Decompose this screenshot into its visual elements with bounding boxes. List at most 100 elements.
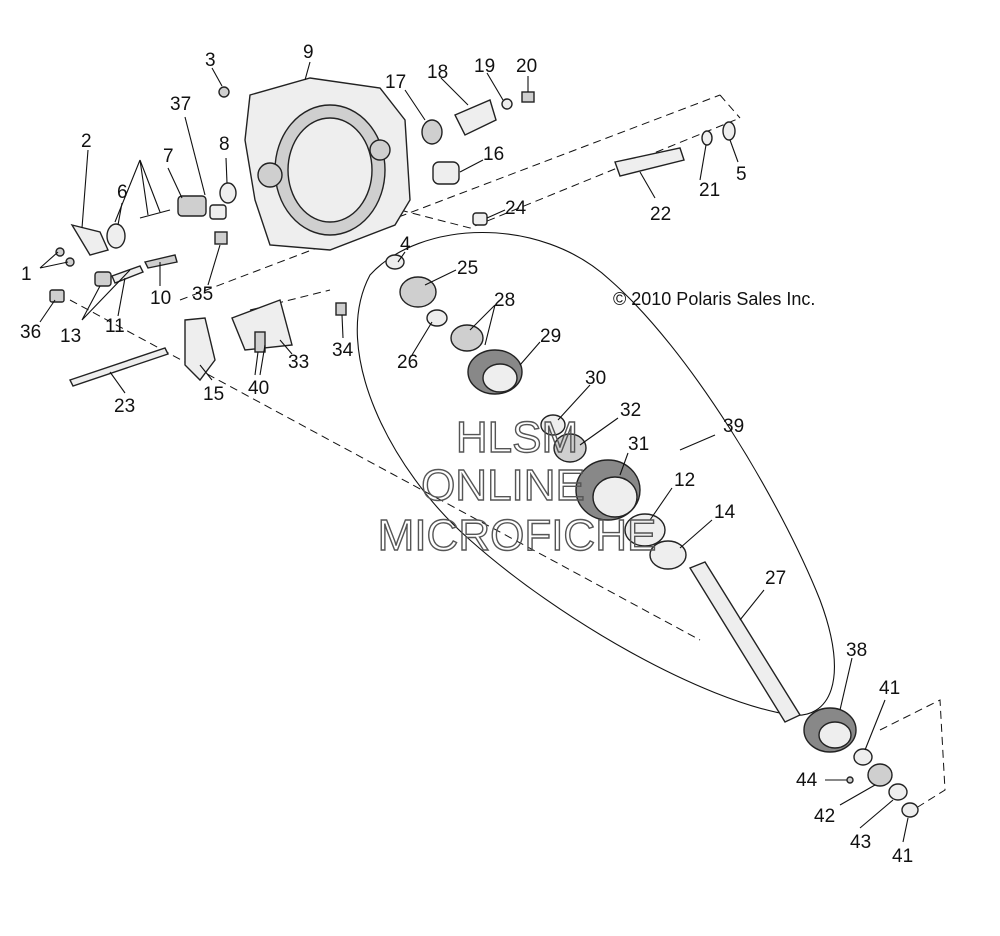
callout-30: 30 (585, 368, 606, 389)
part-14-ring (649, 540, 687, 570)
part-44-ball (846, 776, 854, 784)
part-27-main-shaft (688, 561, 802, 723)
part-8-washer (219, 182, 237, 204)
gear-stack-outline (356, 231, 835, 716)
part-10-spring (143, 254, 178, 269)
part-25-bearing (399, 276, 437, 308)
callout-36: 36 (20, 322, 41, 343)
callout-27: 27 (765, 568, 786, 589)
part-6-oring (106, 223, 126, 249)
part-36-plug (49, 289, 65, 303)
callout-13: 13 (60, 326, 81, 347)
watermark-line-2: ONLINE (421, 461, 585, 510)
callout-38: 38 (846, 640, 867, 661)
part-3-nut (218, 86, 230, 98)
callout-41-lower: 41 (892, 846, 913, 867)
part-26-washer (426, 309, 448, 327)
callout-labels: 3 9 37 8 7 2 6 1 10 11 13 36 35 23 15 40… (20, 42, 913, 867)
part-34-plug (335, 302, 347, 316)
part-1-screw-a (55, 247, 65, 257)
callout-17: 17 (385, 72, 406, 93)
part-12-washer (624, 513, 666, 547)
part-20-screw (521, 91, 535, 103)
callout-26: 26 (397, 352, 418, 373)
part-43-washer (888, 783, 908, 801)
callout-14: 14 (714, 502, 736, 523)
part-15-sector-gear (184, 317, 216, 382)
callout-23: 23 (114, 396, 135, 417)
part-22-shaft (614, 147, 685, 177)
callout-7: 7 (163, 146, 174, 167)
callout-15: 15 (203, 384, 224, 405)
part-18-collar (454, 99, 497, 136)
part-2-lever (70, 223, 109, 256)
watermark: HLSM ONLINE MICROFICHE (377, 412, 657, 560)
callout-6: 6 (117, 182, 128, 203)
part-16-bushing (432, 161, 460, 185)
callout-34: 34 (332, 340, 354, 361)
part-4-snap-ring (385, 254, 405, 270)
callout-43: 43 (850, 832, 871, 853)
callout-1: 1 (21, 264, 32, 285)
leader-lines (39, 61, 909, 843)
callout-44: 44 (796, 770, 818, 791)
callout-35: 35 (192, 284, 213, 305)
callout-19: 19 (474, 56, 495, 77)
part-41-clip-upper (853, 748, 873, 766)
part-11-plunger (111, 265, 144, 284)
part-41-clip-lower (901, 802, 919, 818)
callout-24: 24 (505, 198, 527, 219)
part-40-pin (254, 331, 266, 353)
part-28-needle-bearing (450, 324, 484, 352)
callout-20: 20 (516, 56, 537, 77)
transmission-housing (244, 77, 411, 251)
callout-4: 4 (400, 234, 411, 255)
part-5-washer (722, 121, 736, 141)
callout-29: 29 (540, 326, 561, 347)
callout-41-upper: 41 (879, 678, 900, 699)
callout-28: 28 (494, 290, 515, 311)
part-35-bolt (214, 231, 228, 245)
part-31-gear-bore (592, 476, 638, 518)
callout-18: 18 (427, 62, 448, 83)
callout-16: 16 (483, 144, 504, 165)
callout-10: 10 (150, 288, 171, 309)
callout-22: 22 (650, 204, 671, 225)
callout-33: 33 (288, 352, 309, 373)
callout-5: 5 (736, 164, 747, 185)
part-29-gear-bore (482, 363, 518, 393)
callout-37: 37 (170, 94, 191, 115)
callout-8: 8 (219, 134, 230, 155)
watermark-line-3: MICROFICHE (378, 511, 657, 560)
part-13-nut (94, 271, 112, 287)
part-21-clip (701, 130, 713, 146)
callout-2: 2 (81, 131, 92, 152)
callout-3: 3 (205, 50, 216, 71)
callout-11: 11 (105, 316, 125, 337)
part-42-bearing (867, 763, 893, 787)
callout-9: 9 (303, 42, 314, 63)
watermark-line-1: HLSM (456, 413, 578, 462)
callout-42: 42 (814, 806, 835, 827)
callout-39: 39 (723, 416, 744, 437)
copyright-notice: © 2010 Polaris Sales Inc. (613, 289, 815, 309)
part-38-gear-bore (818, 721, 852, 749)
callout-21: 21 (699, 180, 720, 201)
callout-25: 25 (457, 258, 478, 279)
part-30-washer (540, 414, 566, 436)
callout-40: 40 (248, 378, 269, 399)
part-7-shaft-gear (177, 195, 207, 217)
part-32-bearing (553, 433, 587, 463)
part-33-shift-fork (231, 299, 293, 351)
part-19-washer (501, 98, 513, 110)
part-23-shift-rod (69, 347, 169, 387)
callout-32: 32 (620, 400, 641, 421)
part-6-pins (139, 209, 171, 219)
part-24-dowel (472, 212, 488, 226)
callout-31: 31 (628, 434, 649, 455)
part-17-gear (421, 119, 443, 145)
part-37-bushing (209, 204, 227, 220)
callout-12: 12 (674, 470, 695, 491)
